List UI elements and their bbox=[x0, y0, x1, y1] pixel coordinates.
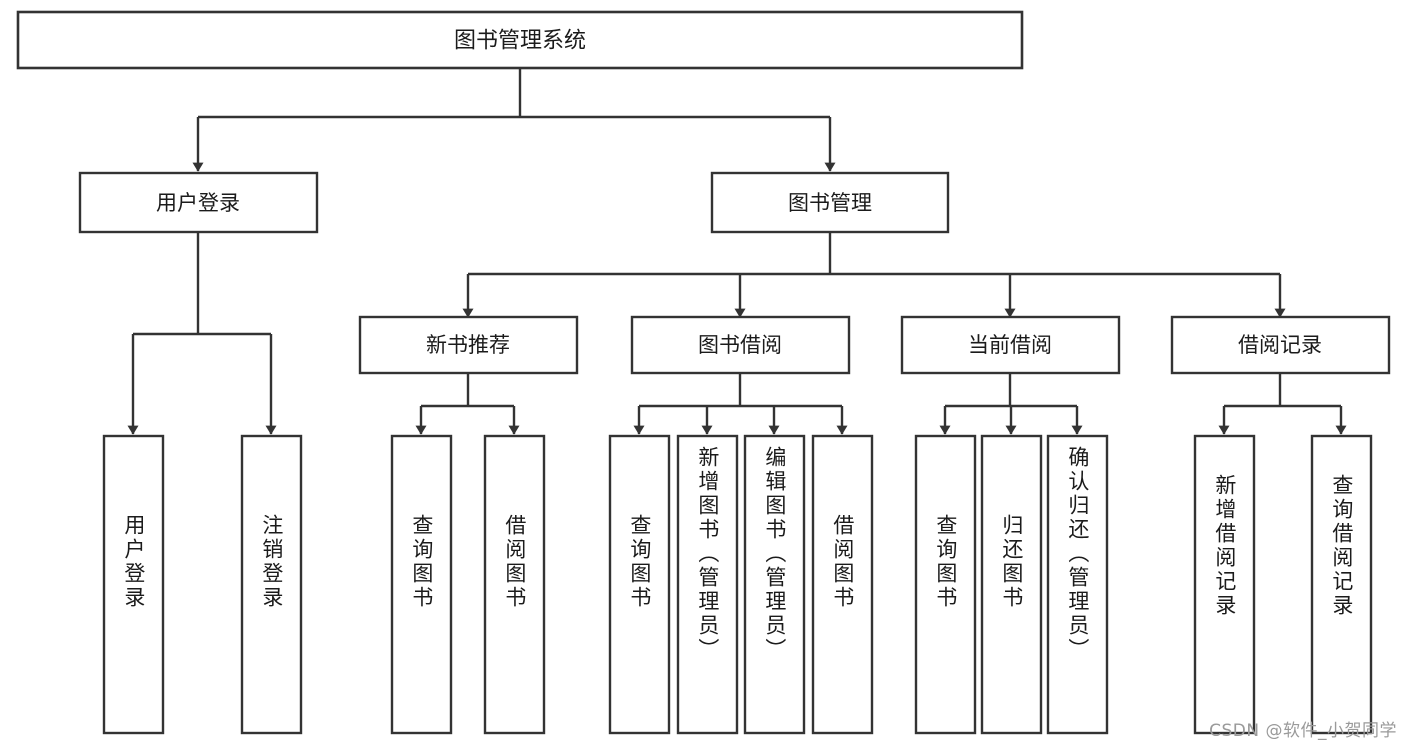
leaf-box-borrow-record-0[interactable] bbox=[1193, 434, 1256, 735]
leaf-box-book-borrow-2[interactable] bbox=[743, 434, 806, 735]
leaf-box-borrow-record-1[interactable] bbox=[1310, 434, 1373, 735]
leaf-box-user-login-0[interactable] bbox=[102, 434, 165, 735]
node-current-borrow[interactable]: 当前借阅 bbox=[900, 315, 1121, 375]
leaf-box-new-book-0[interactable] bbox=[390, 434, 453, 735]
csdn-watermark: CSDN @软件_小贺同学 bbox=[1209, 721, 1397, 741]
leaf-box-book-borrow-0[interactable] bbox=[608, 434, 671, 735]
leaf-box-current-borrow-1[interactable] bbox=[980, 434, 1043, 735]
node-book-borrow-label: 图书借阅 bbox=[698, 333, 782, 357]
node-root-label: 图书管理系统 bbox=[454, 29, 586, 54]
leaf-box-current-borrow-2[interactable] bbox=[1046, 434, 1109, 735]
leaf-box-new-book-1[interactable] bbox=[483, 434, 546, 735]
node-book-manage-label: 图书管理 bbox=[788, 191, 872, 215]
node-new-book-recommend[interactable]: 新书推荐 bbox=[358, 315, 579, 375]
edges-group bbox=[127, 68, 1347, 435]
nodes-group: 图书管理系统 用户登录 图书管理 新书推荐 图书借阅 当前 bbox=[16, 10, 1391, 735]
node-root[interactable]: 图书管理系统 bbox=[16, 10, 1024, 70]
node-book-manage[interactable]: 图书管理 bbox=[710, 171, 950, 234]
leaf-box-current-borrow-0[interactable] bbox=[914, 434, 977, 735]
node-borrow-record[interactable]: 借阅记录 bbox=[1170, 315, 1391, 375]
node-user-login[interactable]: 用户登录 bbox=[78, 171, 319, 234]
node-new-book-recommend-label: 新书推荐 bbox=[426, 333, 510, 357]
node-user-login-label: 用户登录 bbox=[156, 191, 240, 215]
leaf-box-user-login-1[interactable] bbox=[240, 434, 303, 735]
node-borrow-record-label: 借阅记录 bbox=[1238, 333, 1322, 357]
leaf-box-book-borrow-3[interactable] bbox=[811, 434, 874, 735]
leaf-box-book-borrow-1[interactable] bbox=[676, 434, 739, 735]
node-book-borrow[interactable]: 图书借阅 bbox=[630, 315, 851, 375]
node-current-borrow-label: 当前借阅 bbox=[968, 333, 1052, 357]
